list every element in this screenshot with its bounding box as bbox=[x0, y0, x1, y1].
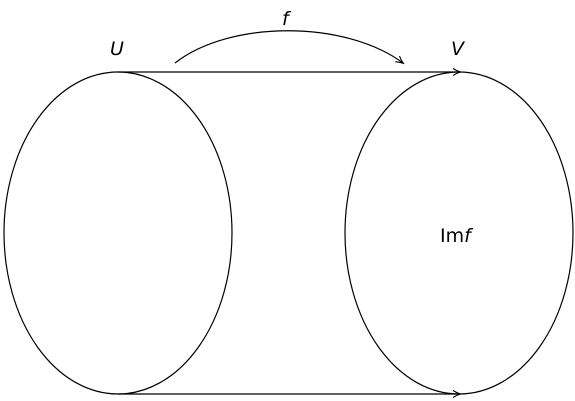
image-symbol: f bbox=[464, 225, 474, 247]
image-prefix: Im bbox=[440, 225, 464, 247]
image-label: Imf bbox=[440, 225, 474, 247]
map-curved-arrow bbox=[174, 30, 403, 63]
codomain-label: V bbox=[451, 38, 466, 60]
map-label: f bbox=[282, 8, 292, 30]
domain-label: U bbox=[110, 38, 124, 60]
domain-ellipse bbox=[3, 71, 233, 395]
